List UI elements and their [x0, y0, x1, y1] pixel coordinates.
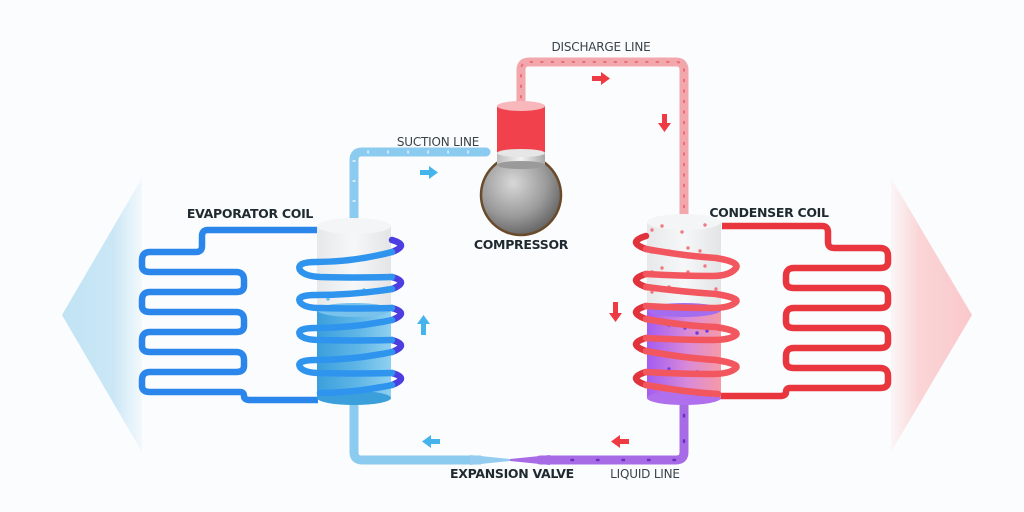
- flow-arrow-return-left: [422, 435, 440, 448]
- evaporator-return-pipe: [349, 397, 485, 465]
- condenser-coil: [716, 222, 892, 400]
- flow-arrow-evaporator-up: [417, 315, 430, 335]
- flow-arrow-suction: [420, 166, 438, 179]
- flow-arrow-discharge-right: [592, 72, 610, 85]
- cold-air-arrow: [62, 178, 142, 452]
- flow-arrow-discharge-down: [658, 114, 671, 132]
- liquid-line-pipe: [535, 397, 689, 465]
- flow-arrow-condenser-down: [609, 302, 622, 322]
- flow-arrow-liquid-left: [611, 435, 629, 448]
- label-expansion-valve: EXPANSION VALVE: [450, 466, 574, 481]
- evaporator-helix: [296, 236, 405, 397]
- label-suction-line: SUCTION LINE: [397, 135, 479, 149]
- expansion-valve: [470, 455, 510, 465]
- condenser-helix: [632, 232, 740, 398]
- suction-line-pipe: [349, 147, 491, 227]
- label-liquid-line: LIQUID LINE: [610, 467, 680, 481]
- label-compressor: COMPRESSOR: [474, 237, 569, 252]
- label-discharge-line: DISCHARGE LINE: [551, 40, 650, 54]
- label-condenser-coil: CONDENSER COIL: [709, 205, 829, 220]
- discharge-line-pipe: [516, 57, 689, 233]
- hot-air-arrow: [891, 178, 972, 452]
- evaporator-coil: [138, 226, 340, 404]
- compressor: [479, 101, 563, 237]
- label-evaporator-coil: EVAPORATOR COIL: [187, 206, 314, 221]
